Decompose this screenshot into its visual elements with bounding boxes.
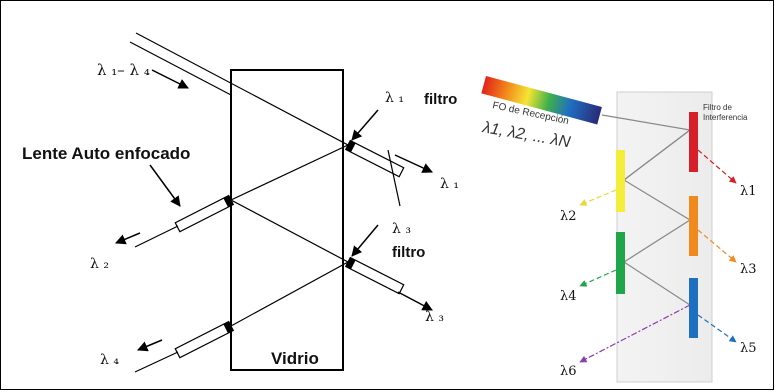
- filter-red: [689, 112, 698, 172]
- input-beam-2: [129, 41, 232, 96]
- output-arrow-lambda-1: [394, 154, 433, 173]
- filter-blue: [689, 278, 698, 338]
- filter-orange: [689, 196, 698, 256]
- lambda-3-filter-label: λ ₃: [392, 221, 411, 237]
- output-arrow-l1: [697, 149, 737, 184]
- output-arrow-lambda-2: [115, 232, 141, 245]
- right-diagram: FO de Recepción λ1, λ2, ... λN Filtro de…: [480, 76, 757, 383]
- output-label-l3: λ3: [740, 262, 757, 277]
- filter-green: [616, 232, 625, 294]
- filter-label-2: filtro: [392, 244, 425, 261]
- lambda-1-output-label: λ ₁: [440, 176, 459, 192]
- lens-lambda-4: [134, 320, 235, 373]
- input-arrow: [151, 69, 189, 89]
- lambda-3-output-label: λ ₃: [425, 309, 444, 325]
- lens-lambda-3: [344, 256, 405, 295]
- output-arrow-l2: [579, 189, 617, 206]
- output-label-l4: λ4: [560, 289, 577, 304]
- lens-lambda-1: [344, 139, 405, 207]
- internal-beam: [601, 114, 692, 306]
- glass-block: [230, 69, 344, 371]
- left-diagram: λ ₁– λ ₄ λ ₁ filtro Lente Auto enfocado …: [22, 32, 459, 373]
- output-arrow-lambda-4: [137, 339, 163, 352]
- output-arrow-l4: [579, 269, 617, 287]
- output-arrow-l3: [697, 229, 737, 263]
- lens-lambda-2: [134, 194, 235, 248]
- lambda-1-filter-label: λ ₁: [385, 90, 404, 106]
- output-arrow-lambda-3: [397, 291, 433, 311]
- output-label-l1: λ1: [740, 184, 757, 199]
- filter-title-line2: Interferencia: [703, 113, 748, 122]
- filter-pointer-2: [351, 224, 379, 257]
- lambda-4-label: λ ₄: [100, 352, 119, 368]
- lens-label: Lente Auto enfocado: [22, 144, 190, 163]
- light-path: [135, 32, 350, 327]
- output-label-l5: λ5: [740, 341, 757, 356]
- output-arrow-l6: [579, 304, 691, 363]
- output-label-l6: λ6: [560, 364, 577, 379]
- receiving-fiber: [481, 76, 602, 125]
- filter-title-line1: Filtro de: [703, 103, 732, 112]
- glass-label: Vidrio: [271, 349, 319, 368]
- lambda-range-label: λ ₁– λ ₄: [97, 61, 150, 79]
- lambda-2-label: λ ₂: [90, 256, 109, 272]
- filter-label-1: filtro: [424, 91, 457, 108]
- filter-pointer-1: [351, 109, 379, 141]
- output-label-l2: λ2: [560, 209, 577, 224]
- filter-yellow: [616, 150, 625, 212]
- lens-pointer: [149, 164, 181, 207]
